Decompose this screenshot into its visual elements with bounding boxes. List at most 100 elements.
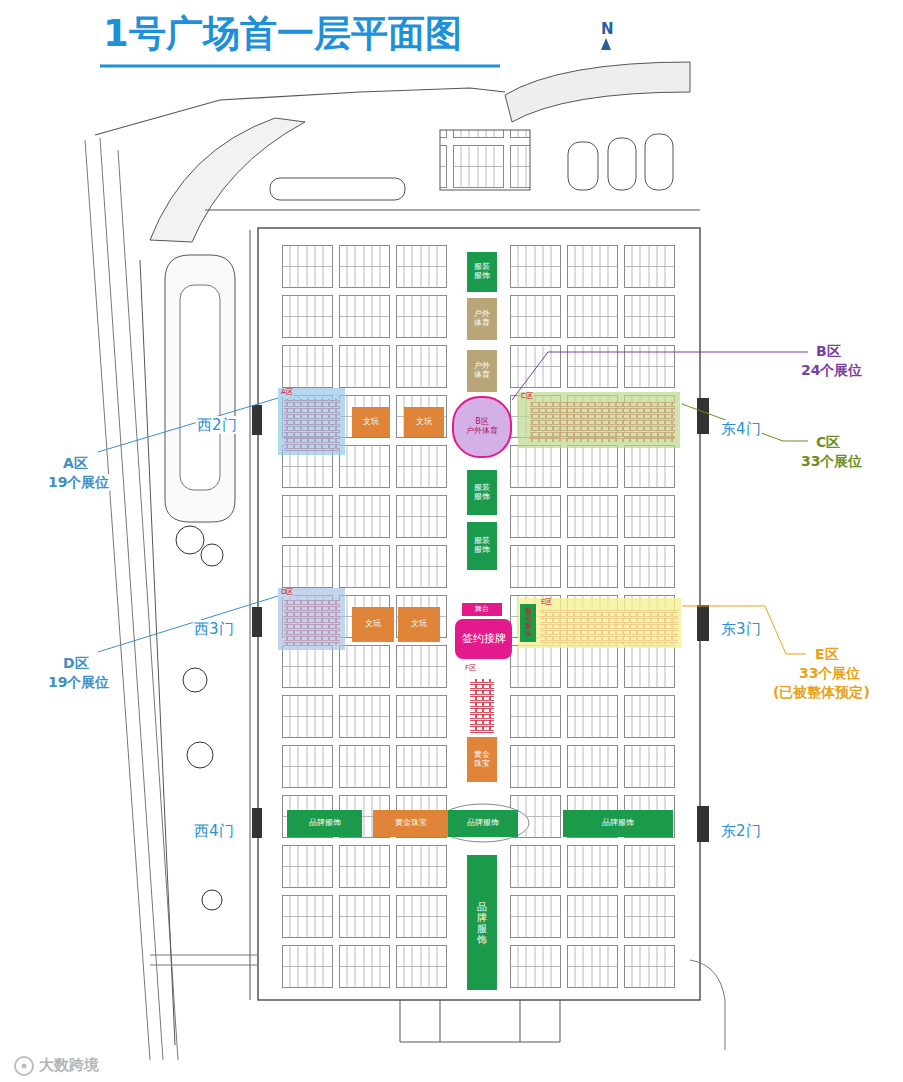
leader-line — [98, 398, 278, 452]
node-text: C区 — [520, 393, 534, 401]
category-block: 服装服饰 — [467, 252, 497, 292]
door-mark — [697, 806, 709, 842]
booth-zone: D区 — [278, 588, 345, 650]
title-underline — [100, 65, 500, 68]
category-block: 户外体育 — [467, 350, 497, 392]
door-label: 东3门 — [720, 620, 762, 638]
door-mark — [697, 605, 709, 641]
road-lines — [85, 138, 178, 1060]
north-parking — [270, 178, 405, 200]
building-outline — [258, 228, 700, 1000]
node-text: 黄金珠宝 — [474, 751, 490, 769]
north-road — [205, 210, 700, 211]
category-block: 文玩 — [352, 407, 390, 437]
node-text: 黄金珠宝 — [395, 819, 427, 828]
node-text: B区 — [475, 418, 489, 427]
callout-zone: C区 — [815, 434, 841, 451]
tree — [202, 890, 222, 910]
category-block: 服装服饰 — [467, 522, 497, 570]
door-label: 东2门 — [720, 822, 762, 840]
node-text: D区 — [280, 589, 294, 597]
leader-line — [98, 596, 278, 652]
callout-zone: 24个展位 — [800, 362, 863, 379]
west-parking-loop — [180, 285, 220, 490]
signing-block: 签约接牌 — [455, 619, 512, 659]
north-parking — [568, 142, 598, 190]
south-entrance — [400, 1000, 560, 1042]
door-mark — [252, 405, 262, 435]
callout-count: 33个展位 — [800, 453, 863, 470]
node-text: 户外体育 — [474, 310, 490, 328]
south-road — [150, 955, 258, 965]
door-mark — [252, 808, 262, 838]
callout-count: 33个展位 — [798, 665, 861, 682]
node-text: 服装服饰 — [474, 537, 490, 555]
node-text: 户外体育 — [474, 362, 490, 380]
node-text: 品牌服饰 — [477, 901, 487, 945]
tree — [187, 742, 213, 768]
booth-zone: B区户外体育 — [452, 396, 512, 458]
category-block: 黄金珠宝 — [467, 737, 497, 782]
center-plaza — [437, 804, 529, 842]
node-text: 品牌服饰 — [467, 819, 499, 828]
compass-label: N — [600, 20, 615, 38]
west-strip — [140, 230, 250, 1045]
node-text: 舞台 — [475, 606, 489, 614]
booth-zone: E区服装服饰 — [518, 598, 681, 648]
category-block: 品牌服饰 — [467, 855, 497, 990]
door-mark — [697, 398, 709, 434]
page-title: 1号广场首一层平面图 — [103, 12, 462, 56]
tree — [201, 544, 223, 566]
callout-note: (已被整体预定) — [772, 684, 871, 701]
door-label: 西2门 — [196, 416, 238, 434]
leader-line — [682, 606, 806, 654]
category-block: 品牌服饰 — [287, 810, 362, 837]
node-text: 服装服饰 — [474, 263, 490, 281]
watermark: 大数跨境 — [38, 1056, 100, 1074]
tree — [176, 526, 204, 554]
door-label: 东4门 — [720, 420, 762, 438]
node-text: 品牌服饰 — [602, 819, 634, 828]
node-text: 户外体育 — [466, 427, 498, 436]
category-block: 品牌服饰 — [448, 810, 518, 837]
node-text: 文玩 — [411, 620, 427, 629]
stage-block: 舞台 — [462, 603, 502, 616]
category-block: 服装服饰 — [520, 604, 536, 642]
east-road — [690, 960, 725, 1050]
category-block: 文玩 — [398, 607, 440, 642]
node-text: 文玩 — [365, 620, 381, 629]
node-text: 签约接牌 — [462, 633, 506, 645]
booth-zone: A区 — [278, 388, 345, 455]
category-block: 服装服饰 — [467, 470, 497, 515]
door-label: 西4门 — [193, 822, 235, 840]
north-planting — [505, 62, 690, 122]
callout-count: 19个展位 — [47, 674, 110, 691]
watermark-logo — [22, 1064, 27, 1069]
node-text: 服装服饰 — [524, 608, 533, 639]
category-block: 户外体育 — [467, 298, 497, 340]
category-block: 文玩 — [404, 407, 444, 437]
north-arrow — [601, 38, 611, 50]
category-block: 品牌服饰 — [563, 810, 673, 837]
callout-zone: E区 — [814, 646, 840, 663]
callout-count: 19个展位 — [47, 474, 110, 491]
callout-zone: D区 — [62, 655, 90, 672]
north-parking — [608, 138, 636, 190]
tree — [183, 668, 207, 692]
watermark-logo — [15, 1057, 33, 1075]
node-text: 文玩 — [363, 418, 379, 427]
node-text: E区 — [540, 599, 553, 607]
door-label: 西3门 — [193, 620, 235, 638]
node-text: 服装服饰 — [474, 484, 490, 502]
booth-zone: C区 — [518, 392, 680, 448]
category-block: 黄金珠宝 — [373, 810, 448, 837]
booth-rows — [470, 679, 494, 733]
callout-zone: B区 — [815, 343, 842, 360]
west-parking-loop — [165, 255, 235, 522]
door-mark — [252, 607, 262, 637]
category-block: 文玩 — [352, 607, 394, 642]
booth-zone: F区 — [462, 664, 502, 734]
node-text: 品牌服饰 — [309, 819, 341, 828]
